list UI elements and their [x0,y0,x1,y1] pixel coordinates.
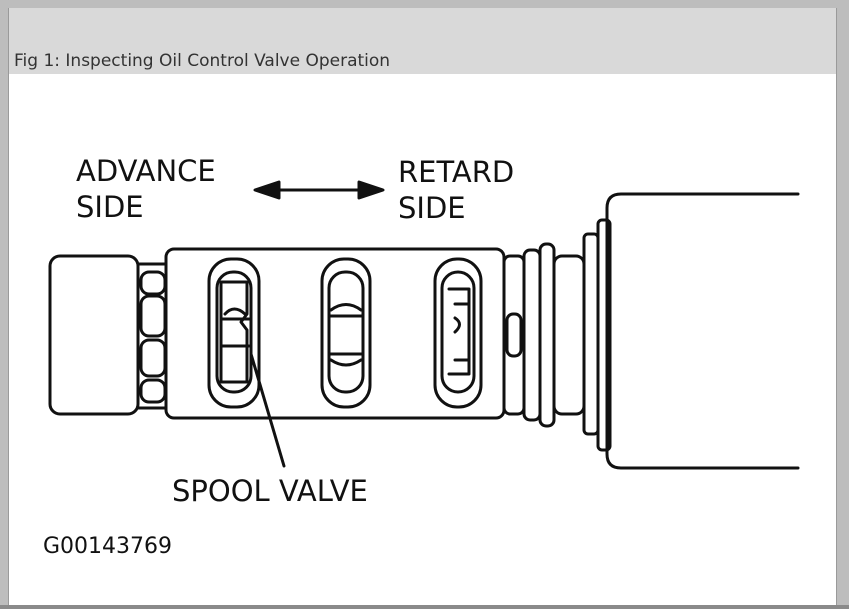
figure-window: Fig 1: Inspecting Oil Control Valve Oper… [8,8,837,605]
advance-label-line1: ADVANCE [76,154,216,188]
right-neck [502,232,600,436]
spool-valve-label: SPOOL VALVE [172,474,368,508]
valve-drawing [48,180,800,470]
figure-code: G00143769 [43,534,173,559]
direction-arrow [253,180,385,200]
port-right [433,257,483,409]
spool-valve-leader [249,352,286,468]
caption-bar: Fig 1: Inspecting Oil Control Valve Oper… [9,8,836,74]
advance-label-line2: SIDE [76,190,144,224]
retard-label-line1: RETARD [398,155,515,189]
solenoid-flange [596,218,612,452]
port-middle [320,257,372,409]
left-end-cap [48,254,140,416]
oil-control-valve-diagram: ADVANCE SIDE RETARD SIDE SPOOL VALVE G00… [9,74,836,605]
port-left [207,257,261,409]
figure-caption: Fig 1: Inspecting Oil Control Valve Oper… [14,51,391,71]
bottom-border [0,605,849,609]
solenoid-housing [605,192,800,470]
retard-label-line2: SIDE [398,191,466,225]
left-neck [136,262,168,410]
